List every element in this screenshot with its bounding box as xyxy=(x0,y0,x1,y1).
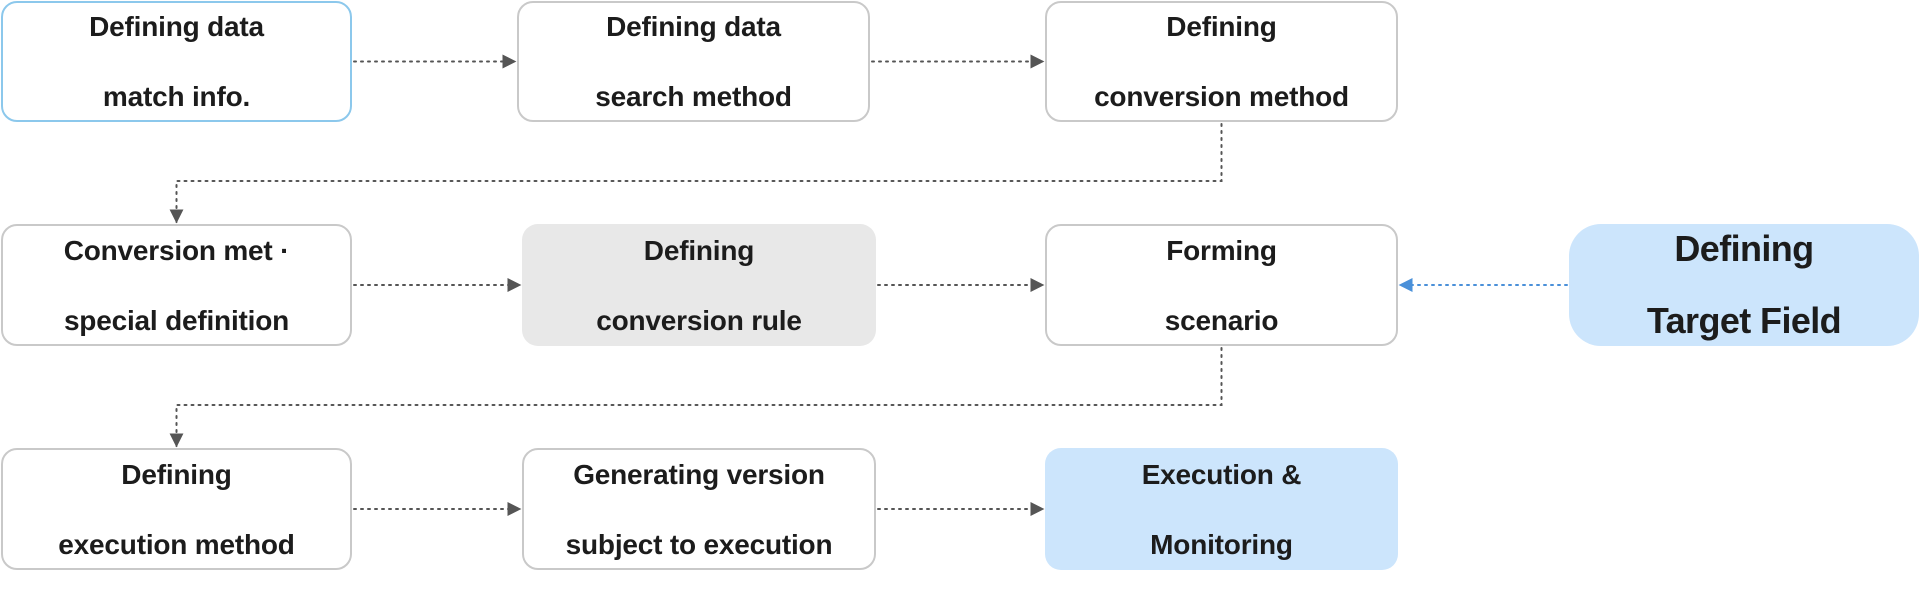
step-label: Defining conversion rule xyxy=(596,198,802,373)
step-label-line-2: search method xyxy=(595,81,792,112)
step-label-line-2: match info. xyxy=(102,81,251,112)
step-execution-monitoring: Execution & Monitoring xyxy=(1045,448,1398,570)
step-label: Defining conversion method xyxy=(1094,0,1349,149)
step-label-line-2: conversion rule xyxy=(596,304,802,336)
step-label: Defining data match info. xyxy=(89,0,264,149)
step-label-line-1: Forming xyxy=(1166,234,1277,266)
step-label-line-2: conversion method xyxy=(1094,81,1349,112)
connector-n6-to-n8 xyxy=(169,347,1223,448)
step-forming-scenario: Forming scenario xyxy=(1045,224,1398,346)
step-conversion-special-definition: Conversion met · special definition xyxy=(1,224,352,346)
step-label: Execution & Monitoring xyxy=(1142,422,1302,597)
step-defining-conversion-rule: Defining conversion rule xyxy=(522,224,876,346)
step-label: Forming scenario xyxy=(1165,198,1279,373)
step-defining-data-search-method: Defining data search method xyxy=(517,1,870,122)
step-label: Conversion met · special definition xyxy=(64,198,290,373)
step-generating-version: Generating version subject to execution xyxy=(522,448,876,570)
step-label-line-1: Defining xyxy=(121,458,232,490)
step-label-line-1: Generating version xyxy=(573,458,825,490)
step-label-line-1: Defining xyxy=(643,234,755,266)
step-defining-execution-method: Defining execution method xyxy=(1,448,352,570)
step-label: Defining execution method xyxy=(58,422,295,597)
step-label-line-1: Defining xyxy=(1674,228,1814,269)
step-label-line-2: subject to execution xyxy=(565,528,833,560)
step-defining-data-match-info: Defining data match info. xyxy=(1,1,352,122)
step-label: Defining data search method xyxy=(595,0,792,149)
connector-n3-to-n4 xyxy=(169,123,1223,224)
step-defining-target-field: Defining Target Field xyxy=(1569,224,1919,346)
step-label-line-1: Defining data xyxy=(606,11,781,42)
step-label-line-1: Conversion met · xyxy=(63,234,290,266)
step-label: Generating version subject to execution xyxy=(566,422,833,597)
step-label-line-2: execution method xyxy=(58,528,295,560)
step-label-line-1: Defining xyxy=(1166,11,1277,42)
step-label-line-1: Defining data xyxy=(89,11,264,42)
step-label-line-2: special definition xyxy=(63,304,290,336)
step-label-line-1: Execution & xyxy=(1141,458,1302,490)
process-flow-diagram: Defining data match info. Defining data … xyxy=(1,1,1919,570)
step-label-line-2: Target Field xyxy=(1646,300,1842,341)
connectors xyxy=(169,54,1568,516)
step-label: Defining Target Field xyxy=(1646,195,1842,375)
step-defining-conversion-method: Defining conversion method xyxy=(1045,1,1398,122)
step-label-line-2: Monitoring xyxy=(1150,528,1293,560)
step-label-line-2: scenario xyxy=(1164,304,1279,336)
